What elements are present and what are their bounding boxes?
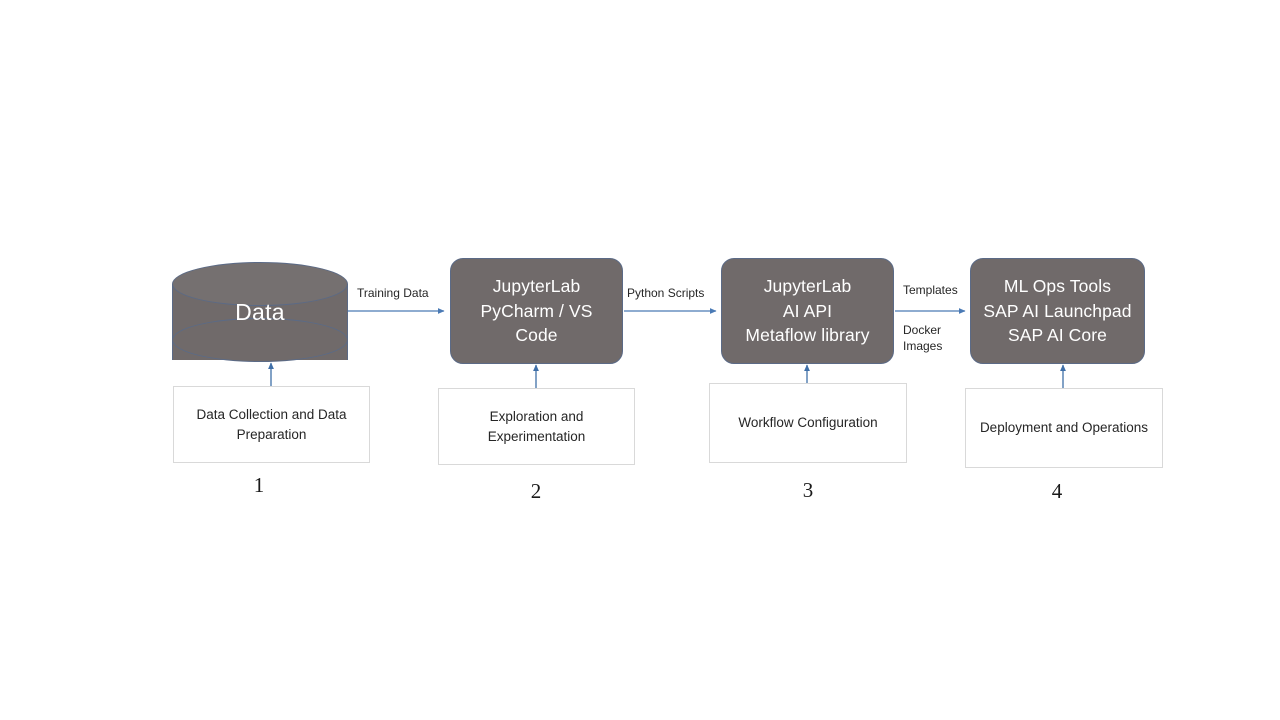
caption-box-2[interactable]: Exploration and Experimentation (438, 388, 635, 465)
caption-2-line-1: Exploration and (489, 408, 584, 424)
node-1-label: Data (235, 298, 285, 325)
step-number-1: 1 (253, 473, 265, 497)
node-data-cylinder[interactable]: Data (172, 262, 348, 362)
edge-label-docker: Docker (903, 323, 942, 337)
caption-4-lines: Deployment and Operations (980, 418, 1148, 438)
node-3-line-2: AI API (782, 300, 833, 321)
node-3-label-lines: JupyterLab AI API Metaflow library (739, 274, 875, 349)
caption-3-lines: Workflow Configuration (738, 413, 877, 433)
caption-1-line-1: Data Collection and Data (196, 406, 347, 422)
node-jupyterlab-pycharm-vscode[interactable]: JupyterLab PyCharm / VS Code (450, 258, 623, 364)
edge-label-images: Images (903, 339, 943, 353)
step-number-4: 4 (1051, 479, 1063, 503)
node-2-label-lines: JupyterLab PyCharm / VS Code (474, 274, 598, 349)
edge-label-training-data: Training Data (357, 286, 429, 300)
caption-4-line-1: Deployment and Operations (979, 420, 1149, 436)
node-2-line-3: Code (515, 325, 558, 346)
caption-box-3[interactable]: Workflow Configuration (709, 383, 907, 463)
node-4-line-3: SAP AI Core (1007, 325, 1108, 346)
cylinder-top-ellipse (172, 262, 348, 306)
cylinder-bottom-ellipse (172, 318, 348, 362)
step-number-3: 3 (802, 478, 814, 502)
step-number-2: 2 (530, 479, 542, 503)
node-jupyterlab-aiapi-metaflow[interactable]: JupyterLab AI API Metaflow library (721, 258, 894, 364)
caption-3-line-1: Workflow Configuration (738, 415, 878, 431)
node-mlops-tools-sap[interactable]: ML Ops Tools SAP AI Launchpad SAP AI Cor… (970, 258, 1145, 364)
edge-label-templates: Templates (903, 283, 958, 297)
caption-2-lines: Exploration and Experimentation (488, 407, 586, 446)
node-4-line-1: ML Ops Tools (1003, 275, 1112, 296)
node-4-label-lines: ML Ops Tools SAP AI Launchpad SAP AI Cor… (977, 274, 1137, 349)
node-2-line-2: PyCharm / VS (480, 300, 593, 321)
edge-label-python-scripts: Python Scripts (627, 286, 705, 300)
node-4-line-2: SAP AI Launchpad (983, 300, 1132, 321)
caption-box-1[interactable]: Data Collection and Data Preparation (173, 386, 370, 463)
caption-box-4[interactable]: Deployment and Operations (965, 388, 1163, 468)
node-3-line-3: Metaflow library (745, 325, 870, 346)
caption-1-lines: Data Collection and Data Preparation (196, 405, 346, 444)
caption-2-line-2: Experimentation (487, 428, 586, 444)
node-2-line-1: JupyterLab (492, 275, 581, 296)
caption-1-line-2: Preparation (236, 426, 307, 442)
node-3-line-1: JupyterLab (763, 275, 852, 296)
